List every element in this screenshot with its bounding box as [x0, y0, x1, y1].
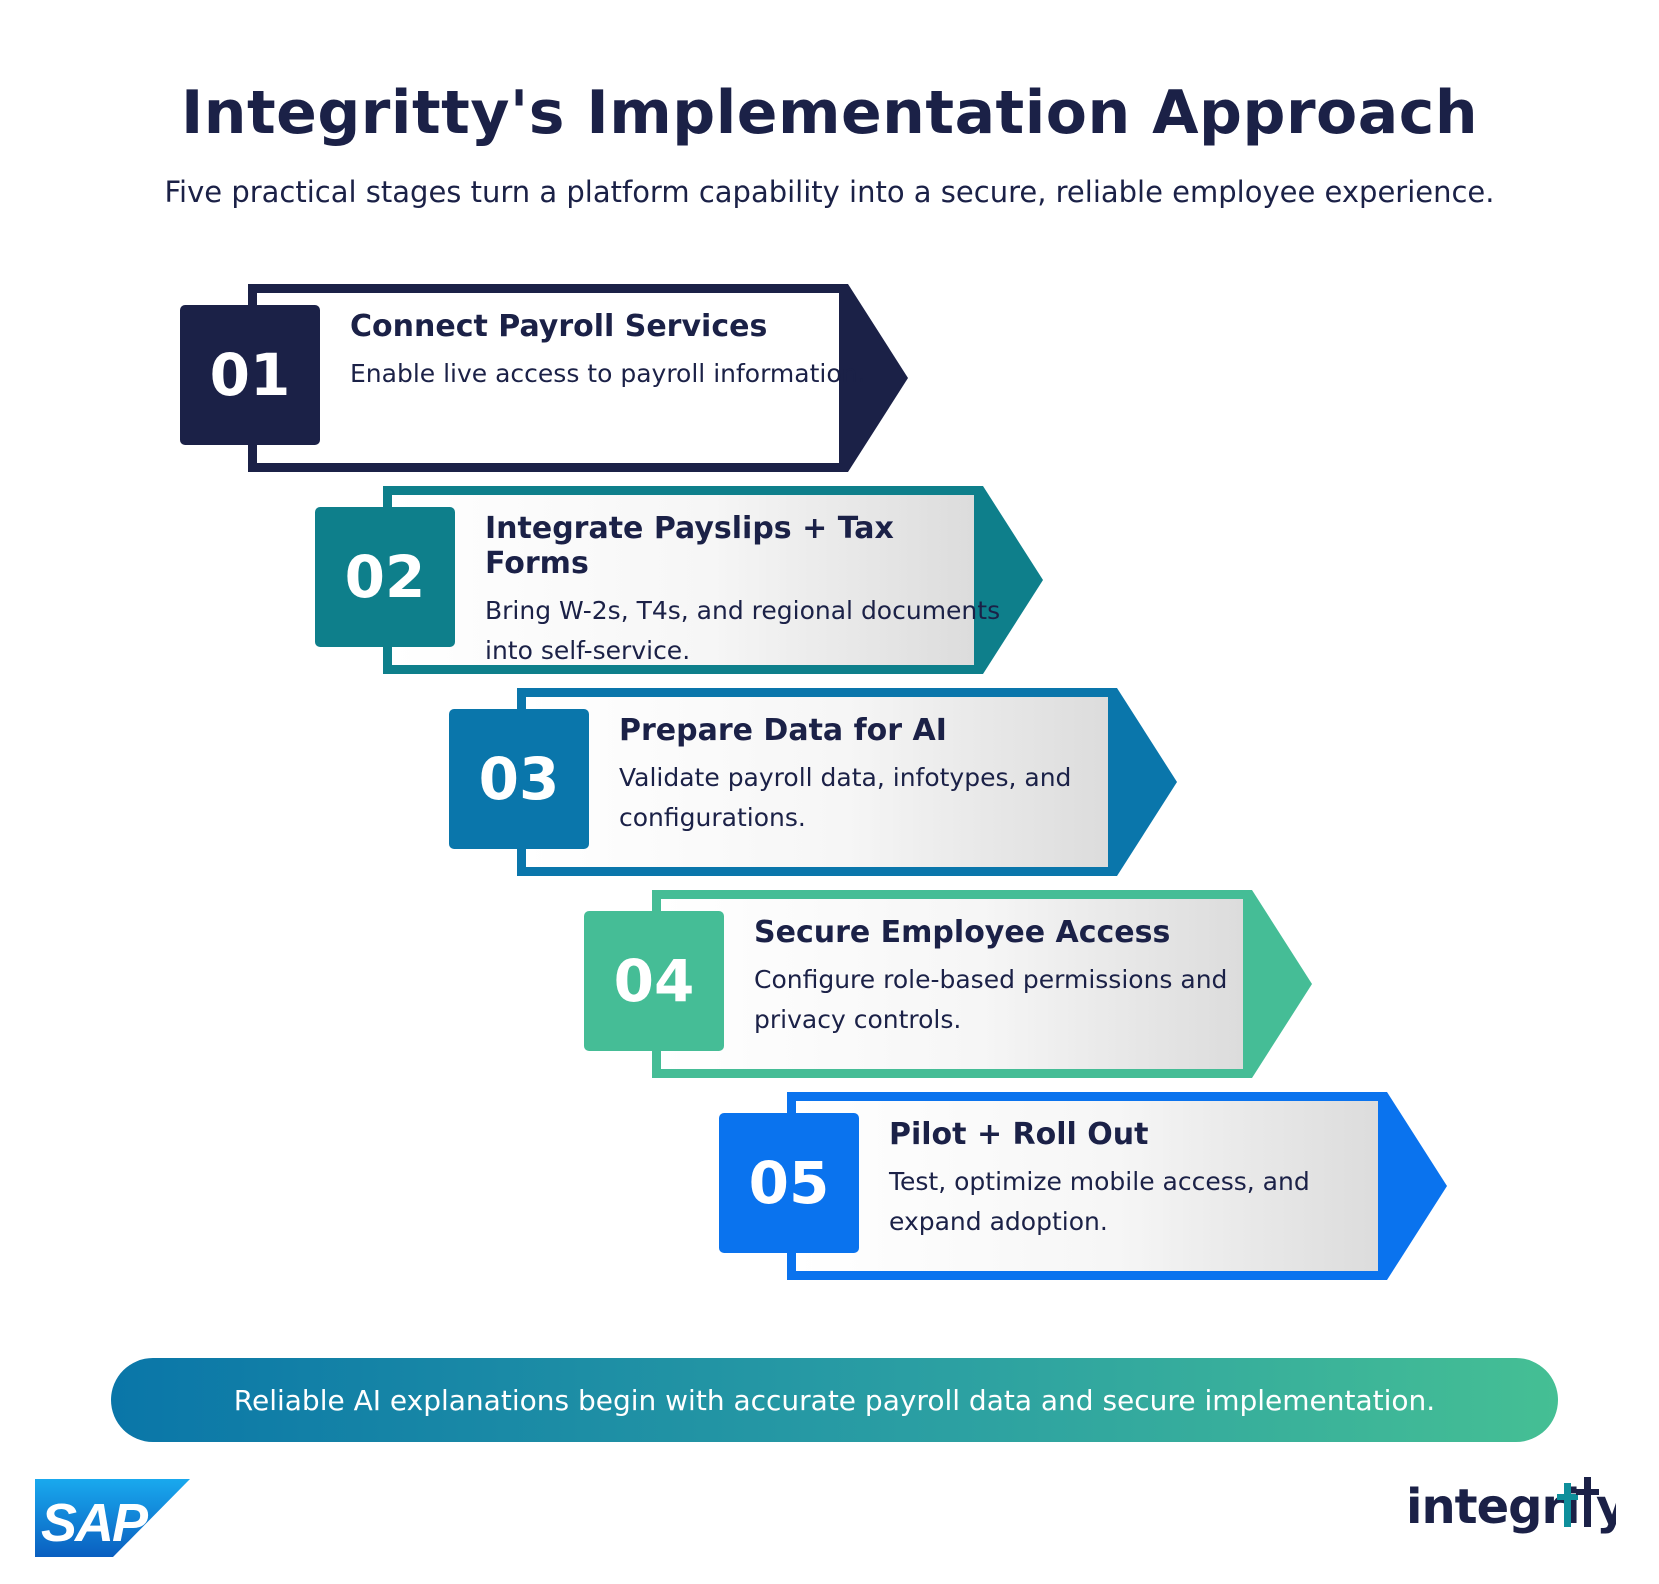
stage-2-title: Integrate Payslips + Tax Forms [485, 511, 894, 581]
stage-2-description: Bring W-2s, T4s, and regional documents … [485, 596, 1001, 665]
page-subtitle: Five practical stages turn a platform ca… [164, 175, 1495, 209]
stage-5-title: Pilot + Roll Out [889, 1117, 1149, 1152]
stage-5: 05 Pilot + Roll Out Test, optimize mobil… [719, 1091, 1499, 1281]
stage-3-panel [526, 697, 1108, 867]
stage-1: 01 Connect Payroll Services Enable live … [180, 283, 960, 473]
stage-3-title: Prepare Data for AI [619, 713, 947, 748]
stage-5-panel [796, 1101, 1378, 1271]
stage-3: 03 Prepare Data for AI Validate payroll … [449, 687, 1229, 877]
stage-5-description: Test, optimize mobile access, and expand… [889, 1167, 1310, 1236]
stage-4-title: Secure Employee Access [754, 915, 1171, 950]
svg-text:y: y [1596, 1479, 1616, 1535]
svg-text:SAP: SAP [41, 1493, 149, 1553]
stage-4: 04 Secure Employee Access Configure role… [584, 889, 1364, 1079]
stage-4-panel [661, 899, 1243, 1069]
stage-1-description: Enable live access to payroll informatio… [350, 359, 866, 388]
stage-1-number-badge: 01 [180, 305, 320, 445]
stage-4-arrow-frame [652, 890, 1312, 1078]
stage-1-arrow-frame [248, 284, 908, 472]
stage-4-description: Configure role-based permissions and pri… [754, 965, 1228, 1034]
stage-2-arrow-frame [383, 486, 1043, 674]
stage-2-panel [392, 495, 974, 665]
sap-logo: SAP [35, 1479, 190, 1557]
footer-banner: Reliable AI explanations begin with accu… [111, 1358, 1558, 1442]
integritty-logo: integri y [1406, 1477, 1616, 1535]
stage-1-title: Connect Payroll Services [350, 309, 768, 344]
stage-5-arrow-frame [787, 1092, 1447, 1280]
svg-text:integri: integri [1406, 1479, 1580, 1535]
page-title: Integritty's Implementation Approach [180, 78, 1479, 148]
stage-4-number-badge: 04 [584, 911, 724, 1051]
stage-3-description: Validate payroll data, infotypes, and co… [619, 763, 1072, 832]
stage-2-number-badge: 02 [315, 507, 455, 647]
stage-5-number-badge: 05 [719, 1113, 859, 1253]
footer-banner-text: Reliable AI explanations begin with accu… [233, 1383, 1436, 1417]
stage-3-number-badge: 03 [449, 709, 589, 849]
stage-2: 02 Integrate Payslips + Tax Forms Bring … [315, 485, 1095, 675]
stage-1-panel [257, 293, 839, 463]
stage-3-arrow-frame [517, 688, 1177, 876]
